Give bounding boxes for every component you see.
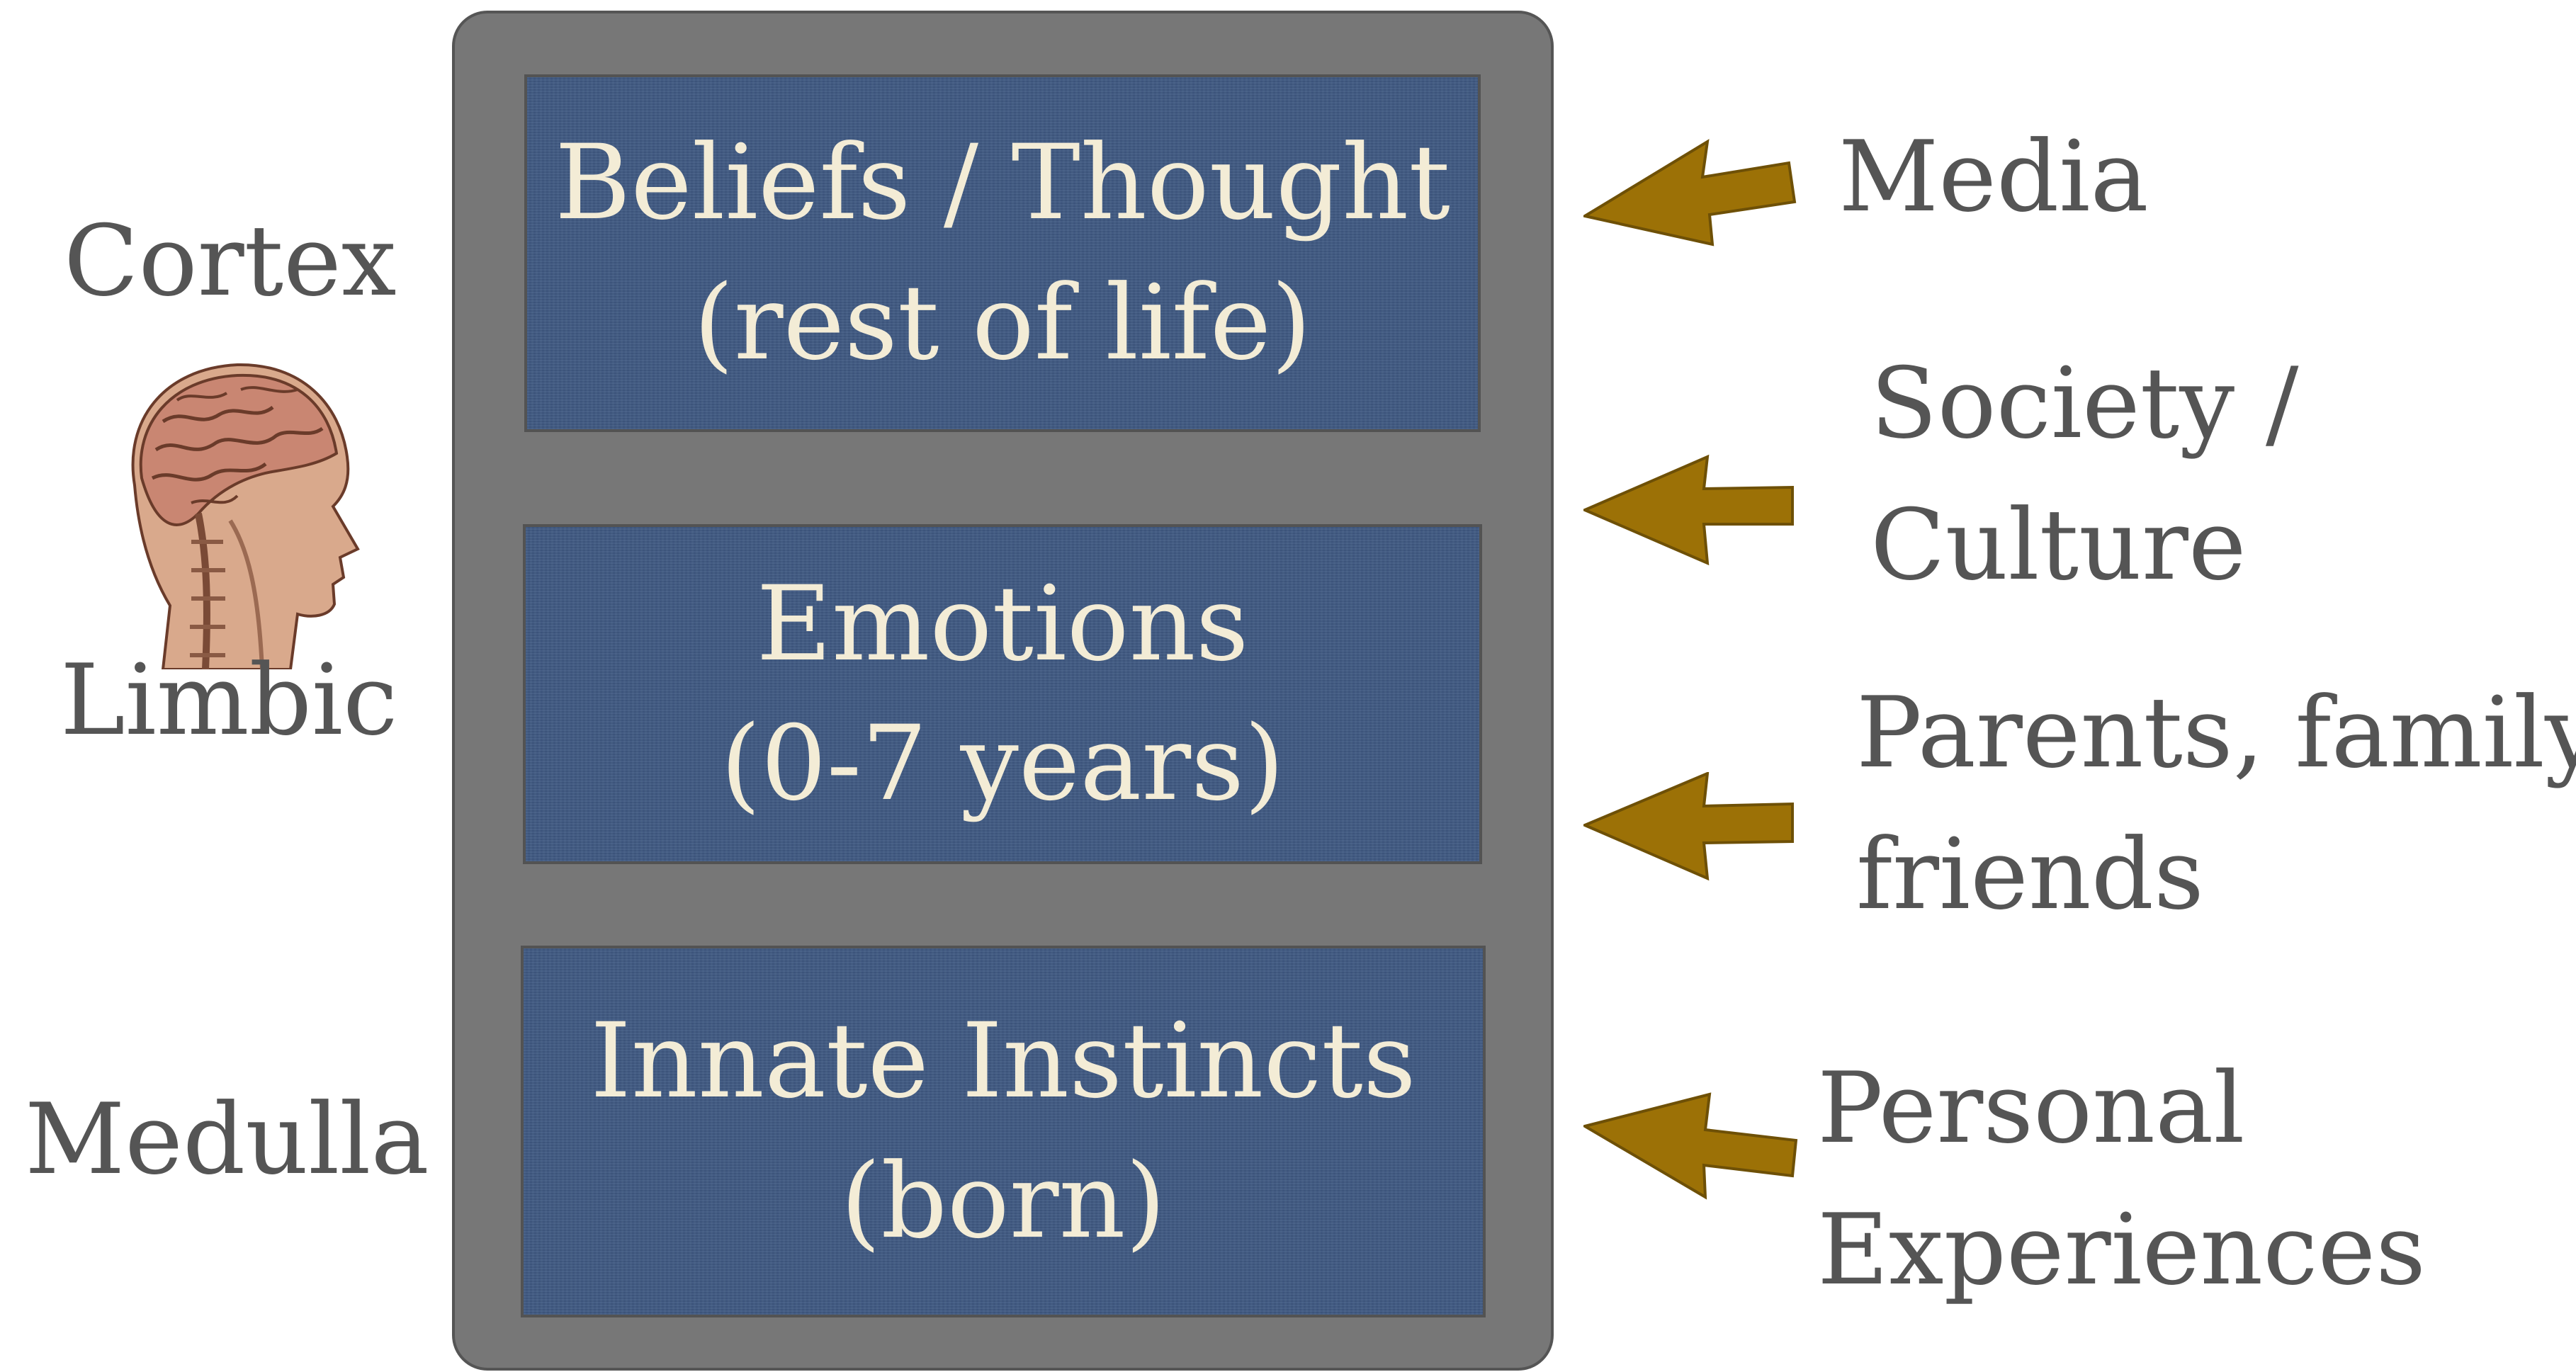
medulla-label: Medulla [25,1082,429,1196]
layer-subtitle: (born) [840,1140,1166,1262]
influence-personal-experiences: Personal Experiences [1817,1038,2426,1321]
influence-line: Parents, family, [1856,676,2576,790]
layer-emotions: Emotions (0-7 years) [523,524,1482,864]
influence-line: Society / [1870,346,2299,460]
layer-title: Innate Instincts [590,1001,1416,1122]
layer-beliefs-thought: Beliefs / Thought (rest of life) [524,74,1481,432]
limbic-label: Limbic [60,643,398,757]
cortex-label: Cortex [64,204,397,318]
influence-line: Experiences [1817,1193,2426,1308]
arrow-left-icon [1583,1092,1798,1200]
layer-innate-instincts: Innate Instincts (born) [521,946,1486,1317]
influence-line: Culture [1870,488,2247,603]
arrow-left-icon [1583,454,1794,566]
influence-media: Media [1838,106,2149,248]
layer-title: Emotions [756,563,1249,684]
influence-society-culture: Society / Culture [1870,333,2299,616]
arrow-left-icon [1583,139,1797,246]
layer-title: Beliefs / Thought [555,123,1450,244]
influence-line: Personal [1817,1051,2245,1165]
influence-line: friends [1856,817,2204,932]
influence-line: Media [1838,120,2149,234]
layer-subtitle: (rest of life) [693,262,1312,383]
brain-head-icon [131,363,360,669]
influence-parents-family-friends: Parents, family, friends [1856,662,2576,946]
layer-subtitle: (0-7 years) [720,703,1285,824]
arrow-left-icon [1583,772,1794,881]
